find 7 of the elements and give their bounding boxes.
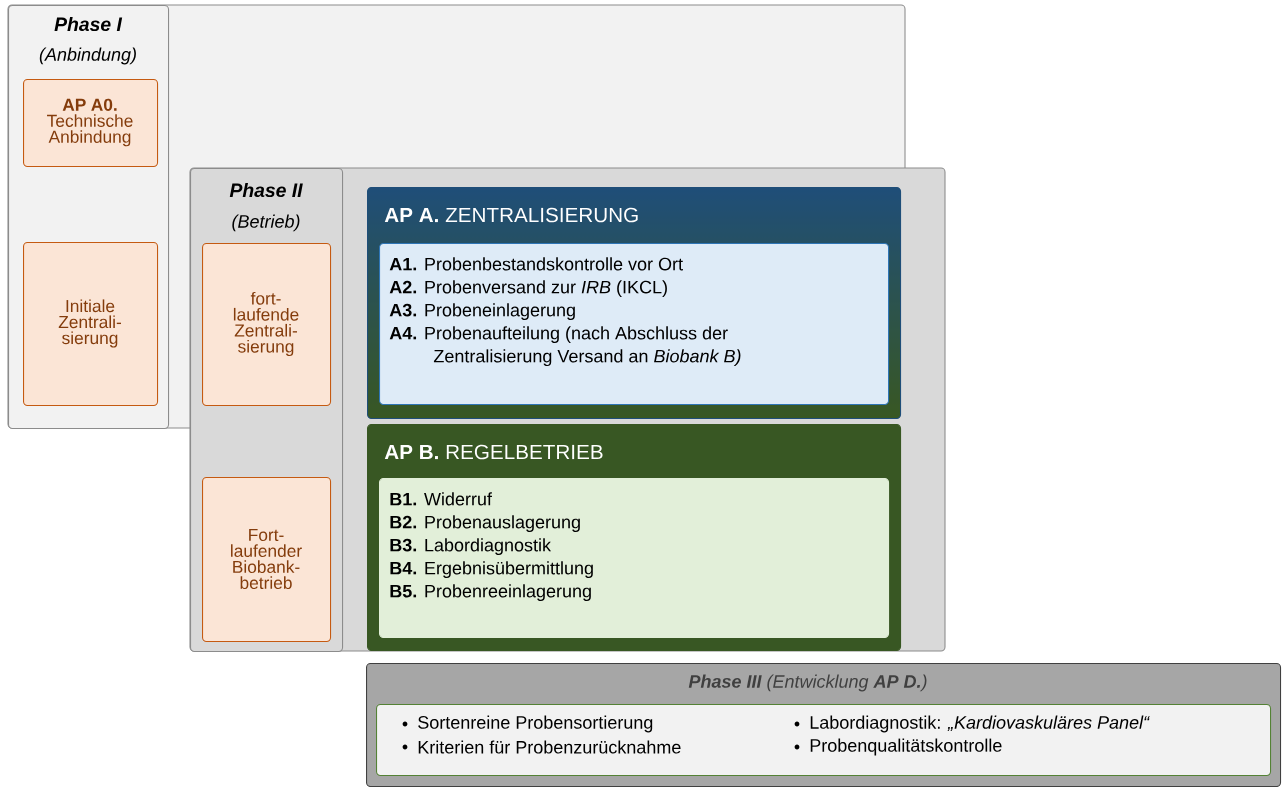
work-package-box: fort- laufende Zentrali- sierung <box>202 243 332 407</box>
task-list-box: B1. Widerruf B2. Probenauslagerung B3. Labordiagnostik B4. Ergebnisübermittlung B5. Probenreeinlagerung <box>379 478 890 639</box>
work-package-box: Initiale Zentrali- sierung <box>23 242 159 407</box>
work-package-box: AP A0. Technische Anbindung <box>23 79 159 168</box>
bullet-list-box: Sortenreine Probensortierung Labordiagnostik: „Kardiovaskuläres Panel“ Kriterien für Probenzurücknahme Probenqualitätskontrolle <box>376 704 1272 777</box>
task-list-box: A1. Probenbestandskontrolle vor Ort A2. Probenversand zur IRB (IKCL) A3. Probeneinlagerung A4. Probenaufteilung (nach Abschluss der Zentralisierung Versand an Biobank B) <box>379 243 890 406</box>
work-package-box: Fort- laufender Biobank- betrieb <box>202 477 332 643</box>
